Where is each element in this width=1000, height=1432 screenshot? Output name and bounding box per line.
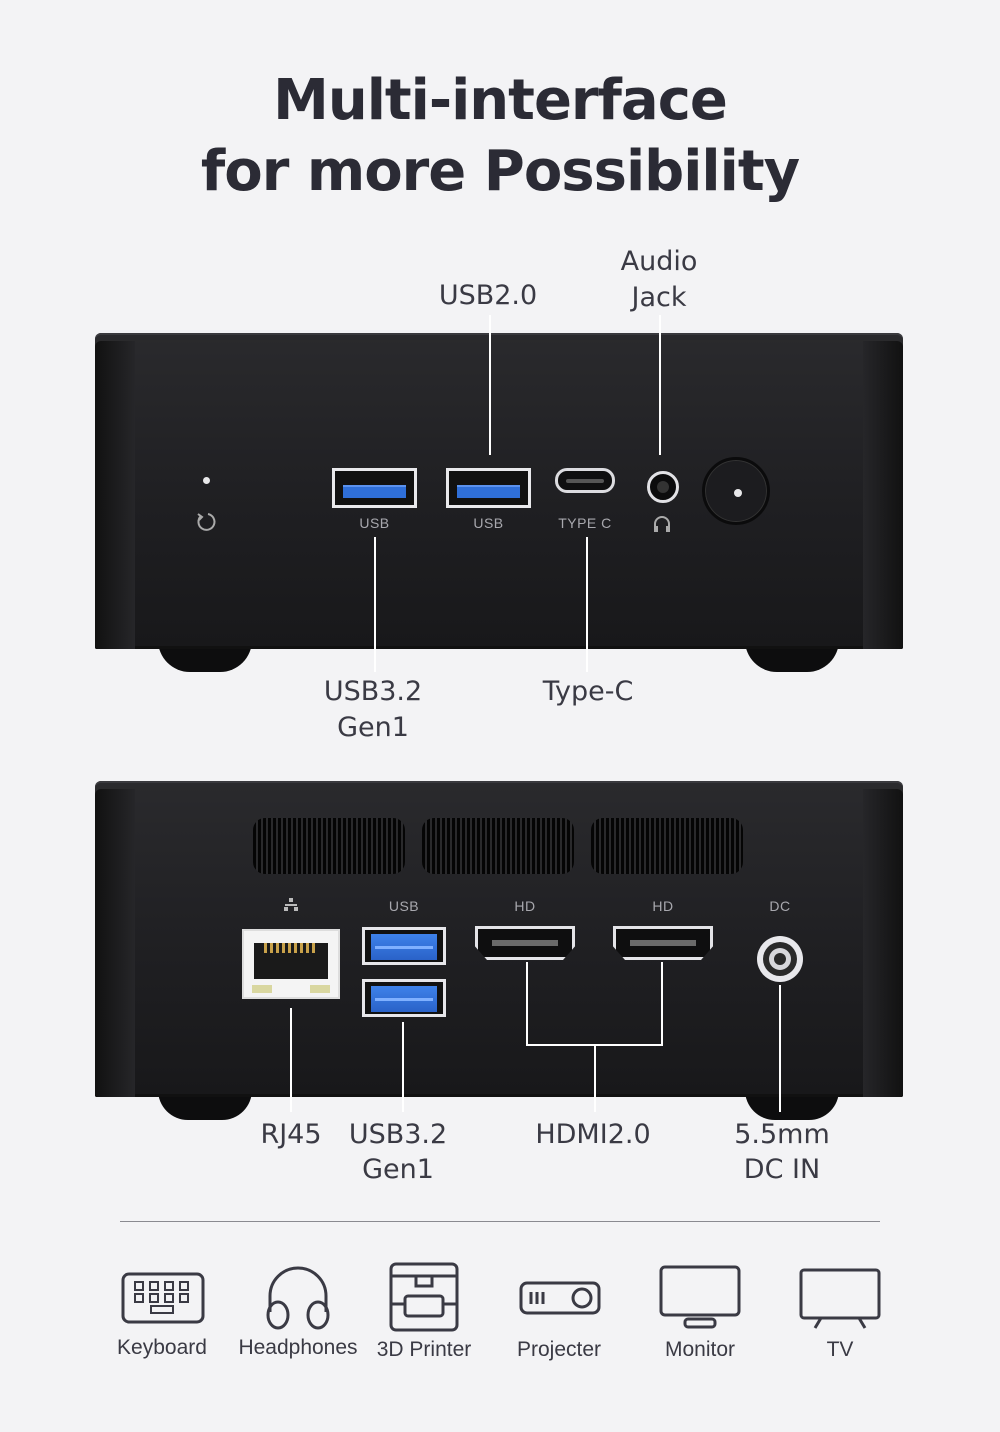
device-label-keyboard: Keyboard [117,1336,207,1359]
usb32-port-label: USB [359,515,390,531]
back-usb32-port-top [362,927,446,965]
rj45-leader-line [290,1008,292,1112]
hdmi-port-1 [475,926,575,960]
back-usb32-port-bottom [362,979,446,1017]
audio-leader-line [659,315,661,455]
dc-leader-line [779,985,781,1112]
power-button[interactable] [702,457,770,525]
device-label-monitor: Monitor [664,1338,736,1361]
headphones-icon [264,1264,332,1332]
usb20-port [446,468,531,508]
device-label-3d-printer: 3D Printer [376,1338,472,1361]
typec-callout: Type-C [542,676,634,707]
hdmi2-leader-line [661,962,663,1046]
mini-pc-back-view: USB HD HD DC [95,781,903,1097]
audio-jack-callout-line1: Audio [620,246,698,277]
page-title-line2: for more Possibility [200,139,800,204]
audio-jack-port [647,471,679,503]
monitor-icon [659,1265,741,1329]
typec-port [555,468,615,493]
device-label-projector: Projecter [516,1338,602,1361]
back-usb-port-label: USB [388,898,420,914]
usb32-callout-line2: Gen1 [337,712,409,743]
front-panel-section: USB2.0 Audio Jack [0,240,1000,760]
air-vent-center [422,818,574,874]
rj45-callout: RJ45 [260,1119,322,1150]
audio-jack-callout-line2: Jack [631,282,687,313]
typec-port-label: TYPE C [558,515,612,531]
dc-port-label: DC [769,898,791,914]
device-label-tv: TV [826,1338,854,1361]
usb20-leader-line [489,315,491,455]
usb32-callout-line1: USB3.2 [323,676,423,707]
device-label-headphones: Headphones [238,1336,358,1359]
tv-icon [799,1268,881,1330]
usb32-leader-line [374,537,376,672]
mini-pc-front-view: USB USB TYPE C [95,333,903,649]
air-vent-left [253,818,405,874]
hdmi-leader-line [594,1044,596,1112]
dc-callout-line2: DC IN [743,1154,821,1185]
typec-leader-line [586,537,588,672]
reset-icon [195,511,217,538]
keyboard-icon [121,1272,205,1324]
dc-callout-line1: 5.5mm [734,1119,830,1150]
hdmi-callout: HDMI2.0 [535,1119,651,1150]
projector-icon [519,1281,601,1315]
usb32-port [332,468,417,508]
section-divider [120,1221,880,1222]
headphone-icon [651,513,673,540]
rj45-port [242,929,340,999]
network-icon [284,898,298,917]
status-led-icon [203,477,210,484]
hdmi-port-2 [613,926,713,960]
usb20-port-label: USB [473,515,504,531]
dc-in-port [757,936,803,982]
page-title-line1: Multi-interface [273,68,728,133]
back-usb32-callout-line1: USB3.2 [348,1119,448,1150]
hdmi2-port-label: HD [652,898,674,914]
hdmi1-port-label: HD [514,898,536,914]
hdmi1-leader-line [526,962,528,1046]
air-vent-right [591,818,743,874]
usb20-callout: USB2.0 [438,280,538,311]
back-usb32-callout-line2: Gen1 [362,1154,434,1185]
back-usb32-leader-line [402,1022,404,1112]
3d-printer-icon [389,1262,459,1332]
